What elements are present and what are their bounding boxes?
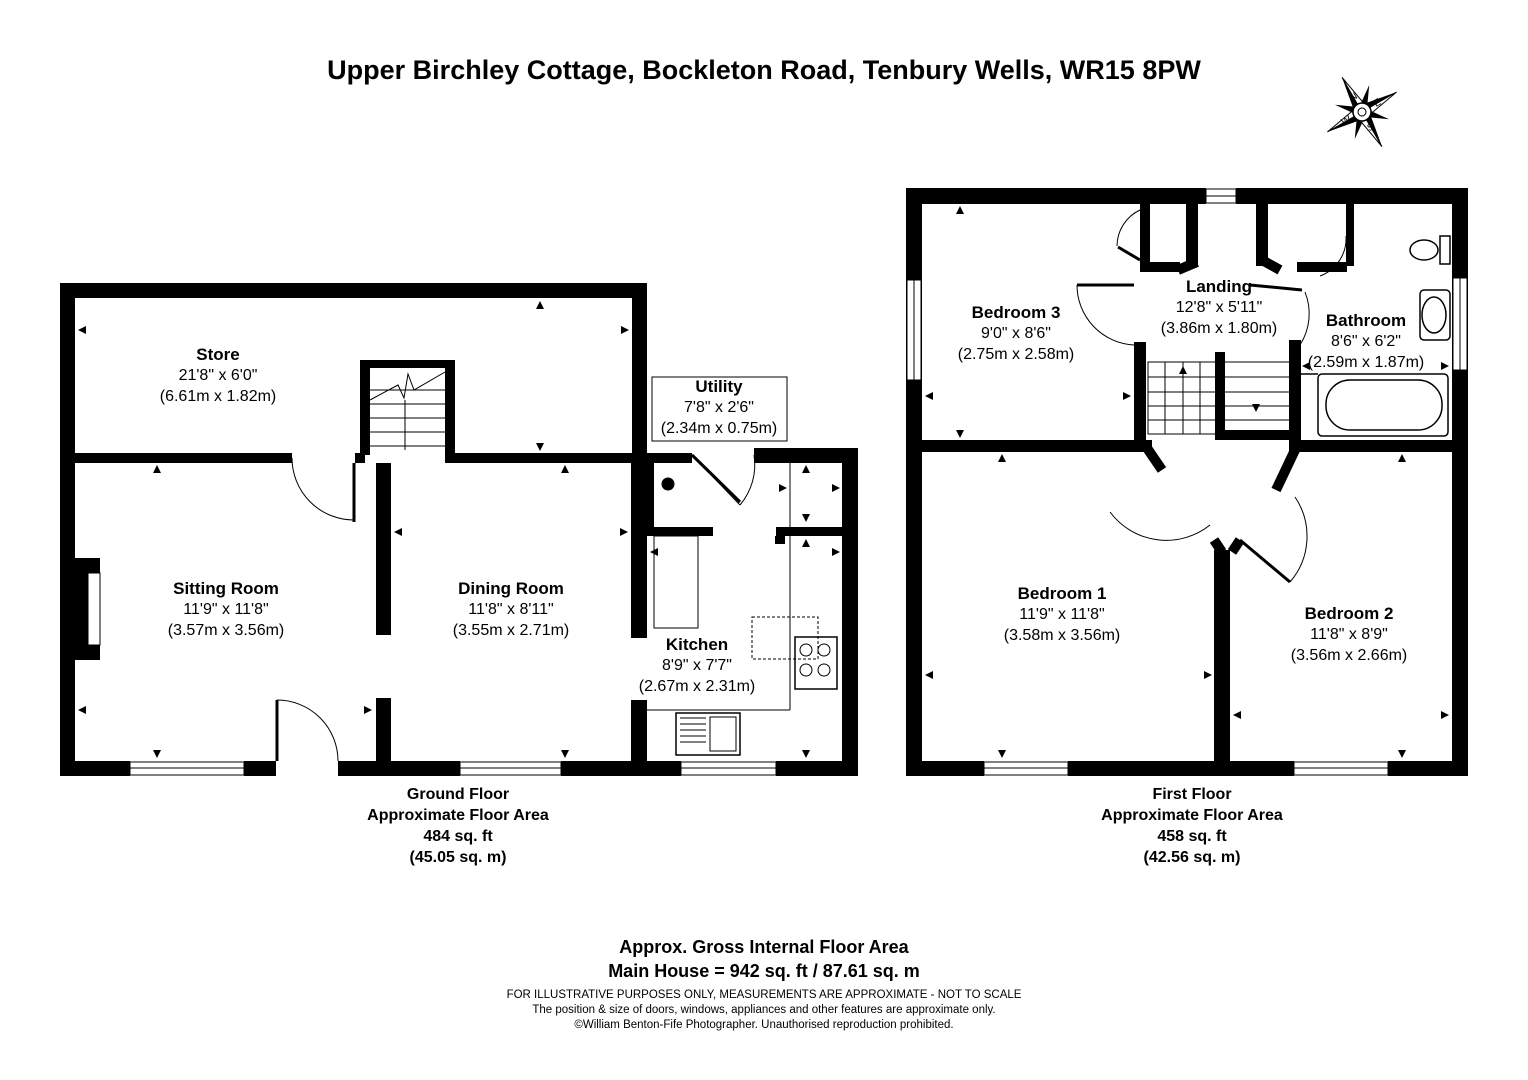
gross-area-summary: Approx. Gross Internal Floor Area Main H… bbox=[608, 935, 920, 983]
first-floor-area-summary: First Floor Approximate Floor Area 458 s… bbox=[1101, 784, 1283, 868]
ground-floor-doors bbox=[275, 453, 756, 762]
disclaimer-line-1: FOR ILLUSTRATIVE PURPOSES ONLY, MEASUREM… bbox=[506, 989, 1022, 1001]
disclaimer: FOR ILLUSTRATIVE PURPOSES ONLY, MEASUREM… bbox=[507, 988, 1022, 1033]
floor-area-label: Approximate Floor Area bbox=[1101, 807, 1283, 824]
room-dimensions-imperial: 11'8" x 8'11" bbox=[468, 601, 554, 618]
floor-label: Ground Floor bbox=[406, 786, 510, 803]
room-label-dining-room: Dining Room 11'8" x 8'11" (3.55m x 2.71m… bbox=[453, 579, 569, 641]
room-name: Sitting Room bbox=[173, 579, 279, 598]
room-dimensions-imperial: 11'8" x 8'9" bbox=[1310, 626, 1388, 643]
room-name: Bedroom 1 bbox=[1017, 584, 1107, 603]
gross-area-label: Approx. Gross Internal Floor Area bbox=[619, 937, 909, 957]
compass-letter-e: E bbox=[1372, 97, 1384, 110]
room-name: Utility bbox=[695, 377, 743, 396]
room-dimensions-imperial: 8'6" x 6'2" bbox=[1331, 333, 1401, 350]
room-dimensions-imperial: 7'8" x 2'6" bbox=[684, 399, 754, 416]
floor-area-label: Approximate Floor Area bbox=[367, 807, 549, 824]
page-title: Upper Birchley Cottage, Bockleton Road, … bbox=[327, 55, 1201, 85]
room-dimensions-imperial: 21'8" x 6'0" bbox=[178, 367, 258, 384]
room-label-bedroom-2: Bedroom 2 11'8" x 8'9" (3.56m x 2.66m) bbox=[1291, 604, 1407, 666]
first-floor-cupboard-walls bbox=[1140, 255, 1300, 555]
room-name: Bedroom 3 bbox=[971, 303, 1061, 322]
room-dimensions-imperial: 11'9" x 11'8" bbox=[183, 601, 269, 618]
disclaimer-line-2: The position & size of doors, windows, a… bbox=[532, 1004, 996, 1016]
room-dimensions-metric: (2.75m x 2.58m) bbox=[957, 346, 1075, 363]
room-name: Store bbox=[196, 345, 240, 364]
room-label-kitchen: Kitchen 8'9" x 7'7" (2.67m x 2.31m) bbox=[639, 635, 755, 697]
ground-floor-plan bbox=[60, 283, 858, 776]
first-floor-windows bbox=[906, 188, 1468, 776]
compass-letter-n: N bbox=[1348, 91, 1360, 104]
room-dimensions-metric: (3.58m x 3.56m) bbox=[1003, 627, 1121, 644]
room-dimensions-imperial: 8'9" x 7'7" bbox=[662, 657, 732, 674]
room-dimensions-metric: (2.59m x 1.87m) bbox=[1307, 354, 1425, 371]
kitchen-fittings bbox=[647, 463, 838, 756]
floor-area-sqft: 458 sq. ft bbox=[1157, 828, 1227, 845]
floor-label: First Floor bbox=[1152, 786, 1232, 803]
floor-area-sqft: 484 sq. ft bbox=[423, 828, 493, 845]
room-name: Bathroom bbox=[1325, 311, 1407, 330]
room-label-sitting-room: Sitting Room 11'9" x 11'8" (3.57m x 3.56… bbox=[168, 579, 284, 641]
ground-floor-measure-arrows bbox=[78, 301, 840, 758]
compass-letter-s: S bbox=[1365, 121, 1377, 134]
floor-area-sqm: (42.56 sq. m) bbox=[1143, 849, 1241, 866]
room-name: Bedroom 2 bbox=[1304, 604, 1394, 623]
room-dimensions-metric: (3.55m x 2.71m) bbox=[452, 622, 570, 639]
room-label-bathroom: Bathroom 8'6" x 6'2" (2.59m x 1.87m) bbox=[1308, 311, 1424, 373]
room-dimensions-imperial: 9'0" x 8'6" bbox=[981, 325, 1051, 342]
room-dimensions-imperial: 12'8" x 5'11" bbox=[1175, 299, 1263, 316]
room-name: Dining Room bbox=[458, 579, 564, 598]
disclaimer-line-3: ©William Benton-Fife Photographer. Unaut… bbox=[574, 1019, 954, 1031]
room-name: Landing bbox=[1185, 277, 1253, 296]
floor-area-sqm: (45.05 sq. m) bbox=[409, 849, 507, 866]
first-floor-measure-arrows bbox=[925, 206, 1449, 758]
room-name: Kitchen bbox=[665, 635, 729, 654]
room-label-landing: Landing 12'8" x 5'11" (3.86m x 1.80m) bbox=[1161, 277, 1277, 339]
gross-area-value: Main House = 942 sq. ft / 87.61 sq. m bbox=[608, 961, 920, 981]
room-dimensions-metric: (3.57m x 3.56m) bbox=[167, 622, 285, 639]
ground-floor-windows bbox=[87, 572, 777, 776]
bathroom-fittings bbox=[1300, 235, 1451, 437]
first-floor-doors bbox=[1076, 209, 1347, 584]
room-dimensions-imperial: 11'9" x 11'8" bbox=[1019, 606, 1105, 623]
room-label-utility: Utility 7'8" x 2'6" (2.34m x 0.75m) bbox=[661, 377, 777, 439]
first-floor-stairs bbox=[1147, 361, 1291, 435]
room-dimensions-metric: (2.34m x 0.75m) bbox=[660, 420, 778, 437]
compass-rose-icon: N E S W bbox=[1327, 77, 1397, 147]
room-dimensions-metric: (3.56m x 2.66m) bbox=[1290, 647, 1408, 664]
room-label-bedroom-1: Bedroom 1 11'9" x 11'8" (3.58m x 3.56m) bbox=[1004, 584, 1120, 646]
room-label-store: Store 21'8" x 6'0" (6.61m x 1.82m) bbox=[160, 345, 276, 407]
first-floor-plan bbox=[906, 188, 1468, 776]
room-dimensions-metric: (6.61m x 1.82m) bbox=[159, 388, 277, 405]
room-dimensions-metric: (3.86m x 1.80m) bbox=[1160, 320, 1278, 337]
ground-floor-area-summary: Ground Floor Approximate Floor Area 484 … bbox=[367, 784, 549, 868]
ground-floor-walls bbox=[60, 283, 858, 776]
ground-floor-stairs bbox=[369, 371, 446, 450]
room-label-bedroom-3: Bedroom 3 9'0" x 8'6" (2.75m x 2.58m) bbox=[958, 303, 1074, 365]
utility-label-box bbox=[651, 376, 788, 442]
room-dimensions-metric: (2.67m x 2.31m) bbox=[638, 678, 756, 695]
